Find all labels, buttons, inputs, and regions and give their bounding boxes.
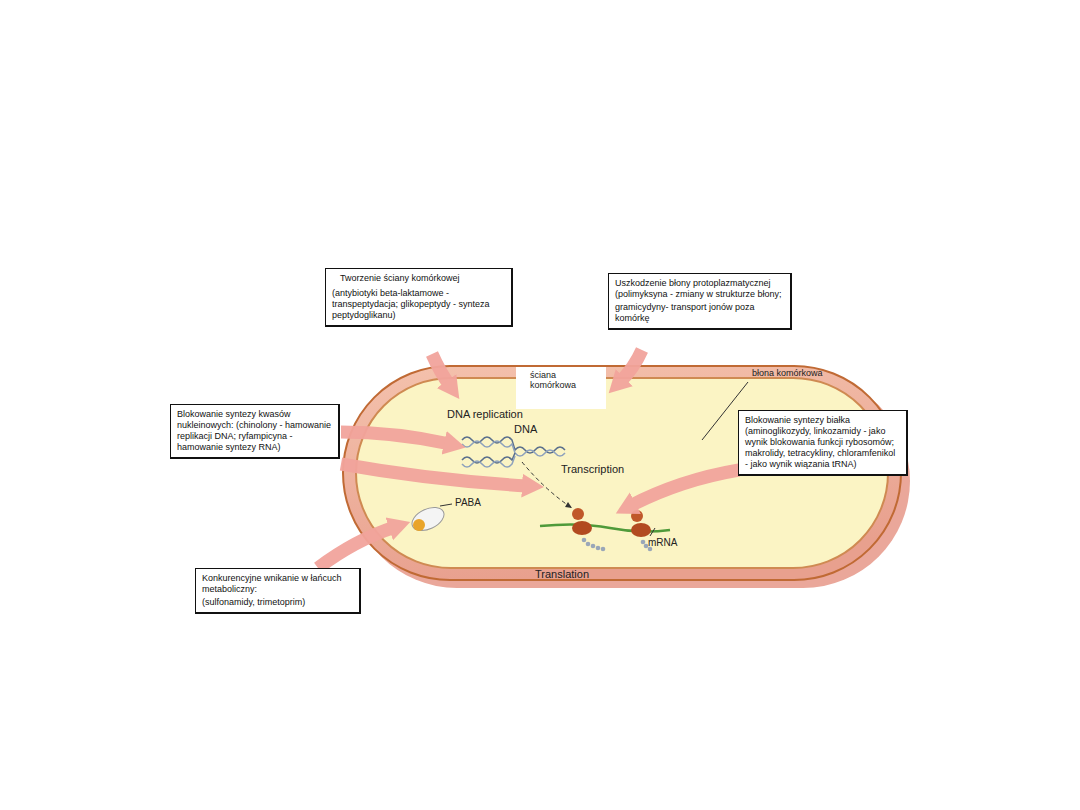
leader-line [650,528,655,536]
arrowhead [565,502,572,508]
ribosome [572,508,584,520]
callout-heading: Uszkodzenie błony protoplazmatycznej (po… [615,278,784,300]
callout-box: Blokowanie syntezy białka (aminoglikozyd… [738,410,908,476]
part-label: błona komórkowa [752,368,823,378]
part-label: PABA [455,497,481,509]
process-label: DNA replication [447,408,523,421]
callout-box: Uszkodzenie błony protoplazmatycznej (po… [608,273,792,330]
callout-text: (antybiotyki beta-laktamowe - transpepty… [332,288,505,321]
callout-box: Blokowanie syntezy kwasów nukleinowych: … [170,404,340,459]
part-label: DNA [514,423,537,436]
action-arrows [318,350,739,568]
callout-heading: Konkurencyjne wnikanie w łańcuch metabol… [202,573,353,595]
callout-heading: Blokowanie syntezy białka (aminoglikozyd… [745,415,900,470]
callout-box: Tworzenie ściany komórkowej (antybiotyki … [325,268,513,327]
process-label: Transcription [561,463,624,476]
ribosome [631,510,643,522]
leader-line [440,504,452,506]
callout-box: Konkurencyjne wnikanie w łańcuch metabol… [195,568,361,614]
process-label: Translation [535,568,589,581]
ribosome [572,521,592,535]
part-label: mRNA [648,537,677,549]
paba-molecule [413,519,425,531]
dna-strand [462,441,565,456]
callout-text: gramicydyny- transport jonów poza komórk… [615,302,784,324]
ribosome [631,523,651,537]
dna-strand [462,456,515,467]
callout-heading: Blokowanie syntezy kwasów nukleinowych: … [177,409,332,453]
callout-text: (sulfonamidy, trimetoprim) [202,597,353,608]
dna-strand [462,453,515,463]
peptide-chain [582,538,653,552]
enzyme [408,503,447,535]
callout-heading: Tworzenie ściany komórkowej [332,273,505,284]
part-label: ściana komórkowa [516,367,606,409]
